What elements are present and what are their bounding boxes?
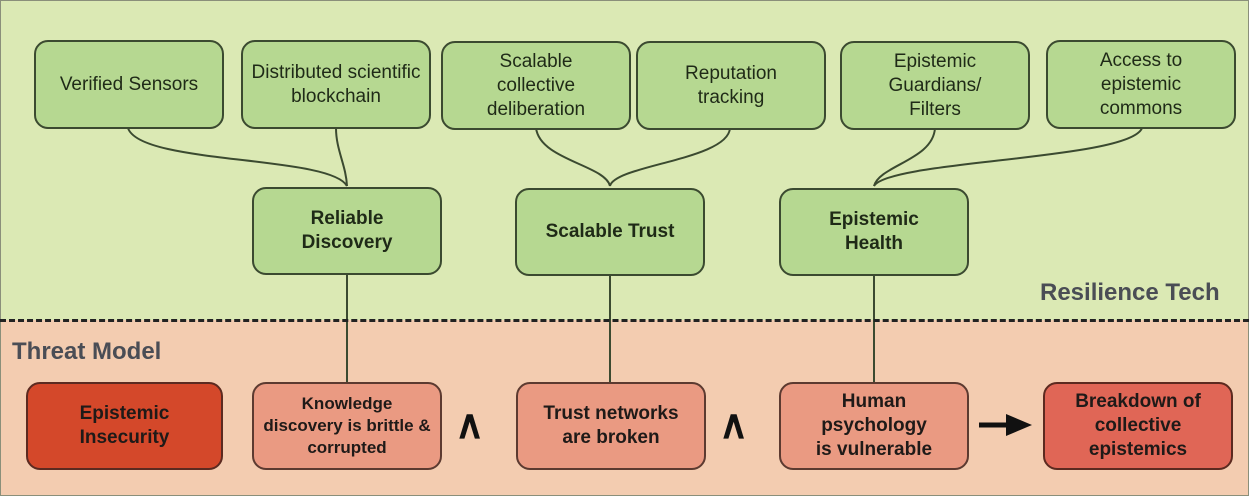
node-human-psychology-vulnerable: Human psychology is vulnerable <box>779 382 969 470</box>
node-access-to-epistemic-commons: Access to epistemic commons <box>1046 40 1236 129</box>
link-verified-sensors <box>127 127 348 187</box>
link-reputation-tracking <box>609 127 731 187</box>
node-epistemic-guardians-filters: Epistemic Guardians/ Filters <box>840 41 1030 130</box>
node-knowledge-discovery-brittle: Knowledge discovery is brittle & corrupt… <box>252 382 442 470</box>
node-verified-sensors: Verified Sensors <box>34 40 224 129</box>
node-epistemic-health: Epistemic Health <box>779 188 969 276</box>
node-scalable-trust: Scalable Trust <box>515 188 705 276</box>
link-epistemic-commons <box>873 127 1143 187</box>
link-epistemic-guardians <box>873 127 936 187</box>
threat-model-label: Threat Model <box>12 338 162 365</box>
node-epistemic-insecurity: Epistemic Insecurity <box>26 382 223 470</box>
and-operator-icon: ∧ <box>719 403 749 447</box>
node-scalable-collective-deliberation: Scalable collective deliberation <box>441 41 631 130</box>
link-distributed-blockchain <box>335 127 348 187</box>
node-breakdown-collective-epistemics: Breakdown of collective epistemics <box>1043 382 1233 470</box>
node-distributed-scientific-blockchain: Distributed scientific blockchain <box>241 40 431 129</box>
and-operator-icon: ∧ <box>455 403 485 447</box>
node-reliable-discovery: Reliable Discovery <box>252 187 442 275</box>
section-divider <box>0 319 1249 322</box>
resilience-tech-label: Resilience Tech <box>1040 279 1220 306</box>
link-collective-deliberation <box>535 127 611 187</box>
node-trust-networks-broken: Trust networks are broken <box>516 382 706 470</box>
node-reputation-tracking: Reputation tracking <box>636 41 826 130</box>
arrow-right-icon <box>979 414 1032 436</box>
